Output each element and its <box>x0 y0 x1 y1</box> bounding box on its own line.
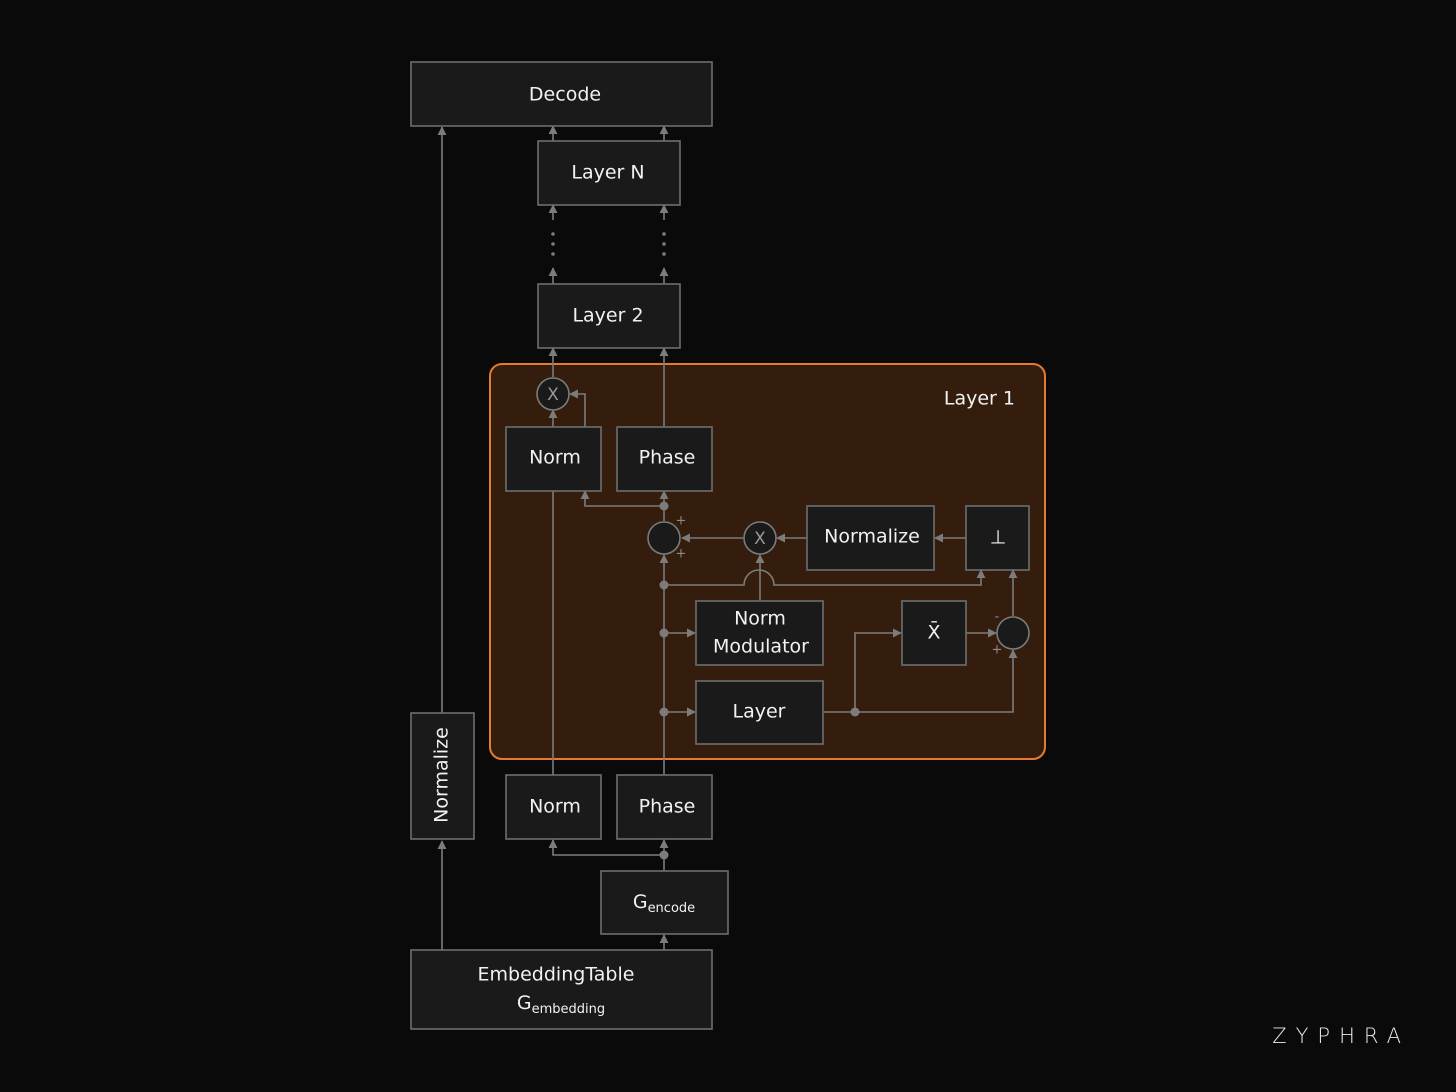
perp-label: ⊥ <box>990 527 1007 549</box>
normalize-inner-box: Normalize <box>806 505 935 571</box>
norm-top-label: Norm <box>529 447 581 469</box>
phase-bottom-label: Phase <box>639 796 696 818</box>
layer-2-label: Layer 2 <box>572 305 643 327</box>
normalize-side-label: Normalize <box>431 727 453 823</box>
decode-label: Decode <box>529 84 601 106</box>
perp-box: ⊥ <box>965 505 1030 571</box>
brand-logo: ZYPHRA <box>1272 1024 1410 1048</box>
gencode-box: Gencode <box>600 870 729 935</box>
norm-bottom-box: Norm <box>505 774 602 840</box>
normalize-side-box: Normalize <box>410 712 475 840</box>
layer-1-label: Layer 1 <box>944 388 1015 410</box>
norm-modulator-box: Norm Modulator <box>695 600 824 666</box>
norm-top-box: Norm <box>505 426 602 492</box>
norm-modulator-label-line1: Norm <box>734 608 786 630</box>
layer-inner-label: Layer <box>733 701 786 723</box>
layer-n-label: Layer N <box>571 162 644 184</box>
phase-top-box: Phase <box>616 426 713 492</box>
multiply-op-top-symbol: X <box>547 385 559 405</box>
embedding-g-sub: embedding <box>532 1002 606 1017</box>
ellipsis-dots <box>551 232 666 256</box>
layer-n-box: Layer N <box>537 140 681 206</box>
phase-top-label: Phase <box>639 447 696 469</box>
layer-2-box: Layer 2 <box>537 283 681 349</box>
layer-inner-box: Layer <box>695 680 824 745</box>
embedding-g-label: Gembedding <box>517 992 605 1017</box>
add-op-plus-bottom: + <box>676 547 687 562</box>
multiply-op-top: X <box>536 377 570 411</box>
embedding-table-label: EmbeddingTable <box>478 964 635 986</box>
xbar-label: X̄ <box>927 619 940 643</box>
junction-dots <box>659 501 860 860</box>
xbar-box: X̄ <box>901 600 967 666</box>
phase-bottom-box: Phase <box>616 774 713 840</box>
multiply-op-inner: X <box>743 521 777 555</box>
decode-box: Decode <box>410 61 713 127</box>
embedding-table-box: EmbeddingTable Gembedding <box>410 949 713 1030</box>
gencode-label: Gencode <box>633 891 695 916</box>
normalize-inner-label: Normalize <box>824 526 920 548</box>
norm-modulator-label-line2: Modulator <box>713 636 809 658</box>
gencode-sub: encode <box>648 901 696 916</box>
multiply-op-inner-symbol: X <box>754 529 766 549</box>
subtract-op-minus: - <box>995 610 1000 625</box>
add-op-plus-top: + <box>676 514 687 529</box>
subtract-op: - + <box>992 610 1030 658</box>
norm-bottom-label: Norm <box>529 796 581 818</box>
embedding-g-main: G <box>517 992 532 1014</box>
gencode-main: G <box>633 891 648 913</box>
add-op: + + <box>647 514 687 562</box>
subtract-op-plus: + <box>992 643 1003 658</box>
